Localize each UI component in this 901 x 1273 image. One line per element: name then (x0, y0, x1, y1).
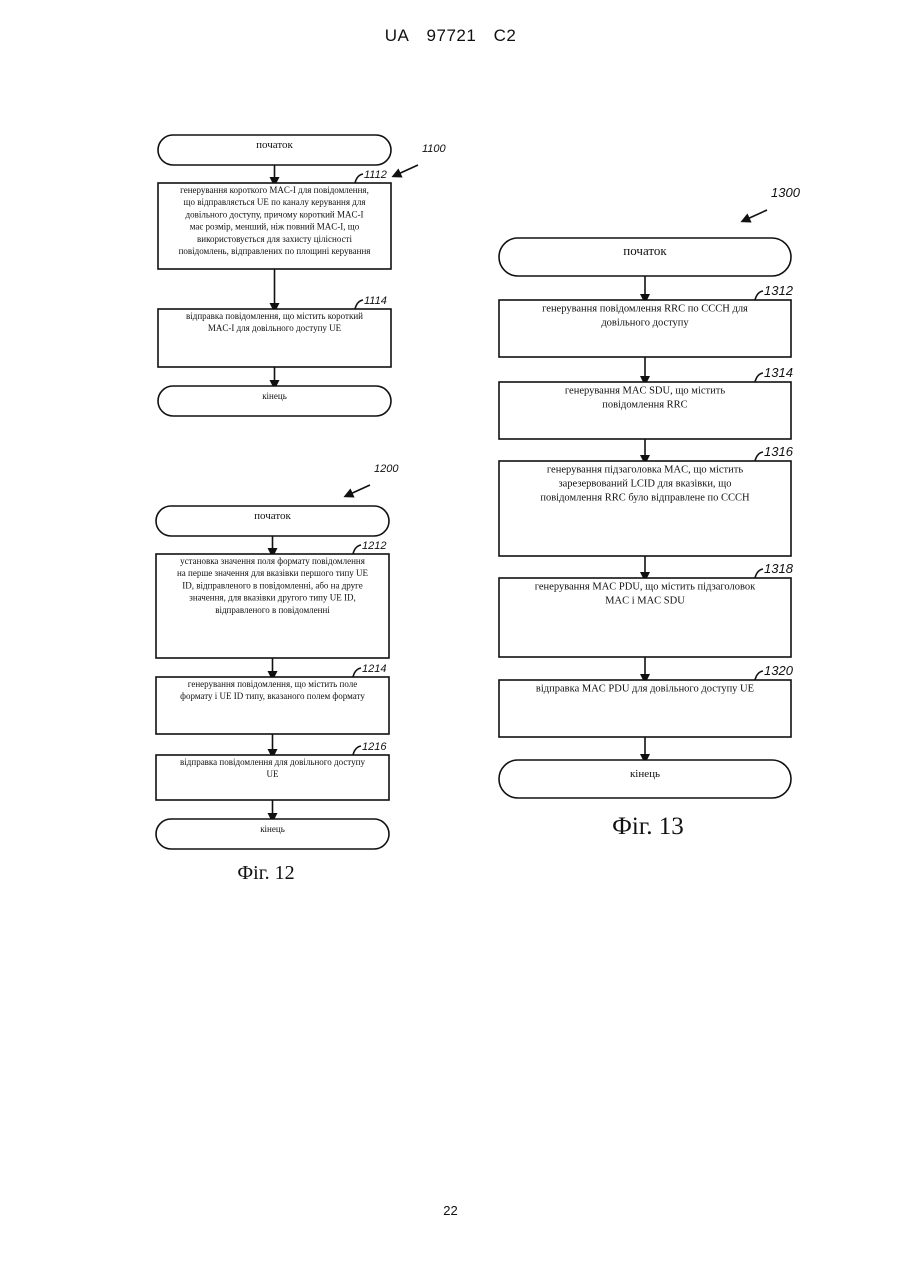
fig13-ref-pointer (745, 210, 767, 220)
fig12-ref-pointer (348, 485, 370, 495)
fig13-step-1318-ref: 1318 (764, 561, 794, 576)
fig11-end-label: кінець (262, 391, 287, 401)
fig13-step-1320-ref: 1320 (764, 663, 794, 678)
flowchart-1300: початокгенерування повідомлення RRC по C… (499, 185, 801, 840)
fig13-caption: Фіг. 13 (612, 813, 684, 840)
fig11-ref-pointer (396, 165, 418, 175)
fig13-step-1318-ref-leader (755, 569, 763, 578)
page-number: 22 (0, 1203, 901, 1218)
fig11-step-1114-ref-leader (355, 300, 363, 309)
fig12-ref: 1200 (374, 463, 399, 475)
fig13-step-1320-ref-leader (755, 671, 763, 680)
fig12-step-1212-ref: 1212 (362, 540, 386, 552)
fig11-step-1114-ref: 1114 (364, 295, 387, 307)
flowchart-1100: початокгенерування короткого MAC-I для п… (158, 135, 447, 416)
fig12-start-label: початок (254, 510, 291, 522)
fig12-step-1214-ref-leader (353, 668, 361, 677)
fig12-step-1214-ref: 1214 (362, 663, 386, 675)
fig13-step-1316-ref-leader (755, 452, 763, 461)
fig13-step-1314-ref-leader (755, 373, 763, 382)
fig13-step-1312-ref: 1312 (764, 283, 794, 298)
fig13-step-1316-text: генерування підзаголовка MAC, що містить… (540, 465, 750, 504)
fig11-step-1112-ref-leader (355, 174, 363, 183)
fig12-caption: Фіг. 12 (237, 862, 294, 884)
flowchart-1200: початокустановка значення поля формату п… (156, 463, 399, 884)
fig11-step-1112-ref: 1112 (364, 169, 387, 181)
fig13-step-1312-ref-leader (755, 291, 763, 300)
fig12-step-1216-ref-leader (353, 746, 361, 755)
fig11-ref: 1100 (422, 143, 447, 155)
fig13-end-label: кінець (630, 768, 660, 780)
fig13-start-label: початок (623, 243, 667, 258)
fig12-end-label: кінець (260, 824, 285, 834)
fig12-step-1212-ref-leader (353, 545, 361, 554)
fig11-start-label: початок (256, 139, 293, 151)
fig13-step-1320-text: відправка MAC PDU для довільного доступу… (536, 684, 754, 695)
fig12-step-1216-ref: 1216 (362, 741, 387, 753)
fig13-step-1316-ref: 1316 (764, 444, 794, 459)
fig13-ref: 1300 (771, 185, 801, 200)
fig13-step-1314-ref: 1314 (764, 365, 793, 380)
